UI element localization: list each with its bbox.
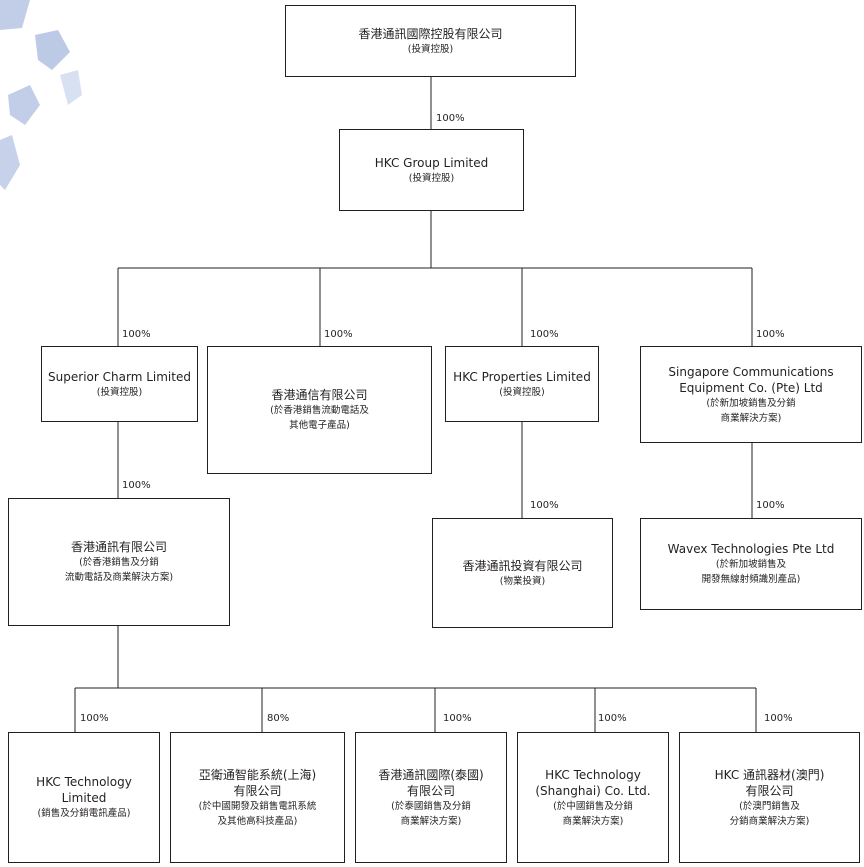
node-investment: 香港通訊投資有限公司 (物業投資): [432, 518, 613, 628]
ownership-label: 100%: [122, 480, 151, 491]
node-desc: 開發無線射頻識別產品): [701, 574, 801, 585]
ownership-label: 100%: [756, 329, 785, 340]
node-shanghai: HKC Technology (Shanghai) Co. Ltd. (於中國銷…: [517, 732, 669, 863]
node-wavex: Wavex Technologies Pte Ltd (於新加坡銷售及 開發無線…: [640, 518, 862, 610]
node-properties: HKC Properties Limited (投資控股): [445, 346, 599, 422]
node-desc: (投資控股): [407, 43, 454, 55]
node-asia: 亞衛通智能系統(上海) 有限公司 (於中國開發及銷售電訊系統 及其他高科技產品): [170, 732, 345, 863]
node-desc: 其他電子產品): [289, 420, 350, 431]
node-root: 香港通訊國際控股有限公司 (投資控股): [285, 5, 576, 77]
node-desc: (於澳門銷售及: [739, 800, 800, 812]
ownership-label: 100%: [756, 500, 785, 511]
node-desc: (投資控股): [408, 172, 455, 184]
node-desc: (於中國開發及銷售電訊系統: [198, 800, 317, 812]
node-desc: 商業解決方案): [562, 815, 624, 827]
node-hktelecom: 香港通信有限公司 (於香港銷售流動電話及 其他電子產品): [207, 346, 432, 474]
node-superior: Superior Charm Limited (投資控股): [41, 346, 198, 422]
node-name: HKC Technology: [545, 767, 641, 782]
node-name: Limited: [61, 791, 107, 805]
ownership-label: 100%: [443, 713, 472, 724]
node-thai: 香港通訊國際(泰國) 有限公司 (於泰國銷售及分銷 商業解決方案): [355, 732, 507, 863]
node-name: Singapore Communications: [668, 364, 834, 379]
node-name: Superior Charm Limited: [48, 369, 191, 384]
node-desc: (投資控股): [96, 386, 143, 398]
ownership-label: 100%: [436, 113, 465, 124]
ownership-label: 100%: [530, 329, 559, 340]
ownership-label: 100%: [530, 500, 559, 511]
node-desc: (投資控股): [499, 386, 545, 398]
node-name: 有限公司: [745, 783, 794, 798]
node-group: HKC Group Limited (投資控股): [339, 129, 524, 211]
node-desc: (於新加坡銷售及: [715, 559, 787, 570]
node-desc: (於中國銷售及分銷: [553, 800, 633, 812]
node-name: HKC 通訊器材(澳門): [714, 767, 825, 782]
node-name: HKC Group Limited: [374, 155, 489, 170]
node-hkcomm: 香港通訊有限公司 (於香港銷售及分銷 流動電話及商業解決方案): [8, 498, 230, 626]
node-name: 香港通訊有限公司: [70, 540, 167, 554]
node-desc: (於泰國銷售及分銷: [391, 800, 471, 812]
node-name: 香港通訊投資有限公司: [462, 558, 583, 573]
node-desc: (銷售及分銷電訊產品): [37, 808, 131, 819]
node-desc: 商業解決方案): [720, 412, 782, 424]
node-desc: (於新加坡銷售及分銷: [706, 397, 796, 409]
ownership-label: 100%: [598, 713, 627, 724]
ownership-label: 100%: [324, 329, 353, 340]
node-name: Wavex Technologies Pte Ltd: [667, 542, 835, 556]
node-name: 亞衛通智能系統(上海): [198, 767, 317, 782]
node-name: 有限公司: [406, 783, 455, 798]
node-desc: 及其他高科技產品): [217, 815, 298, 827]
ownership-label: 100%: [122, 329, 151, 340]
node-tech: HKC Technology Limited (銷售及分銷電訊產品): [8, 732, 160, 863]
ownership-label: 100%: [80, 713, 109, 724]
crystal-decoration-icon: [0, 0, 82, 190]
node-desc: (物業投資): [499, 575, 546, 587]
node-name: (Shanghai) Co. Ltd.: [535, 783, 651, 798]
node-name: HKC Technology: [36, 775, 132, 789]
node-name: 香港通訊國際控股有限公司: [358, 26, 503, 41]
node-name: HKC Properties Limited: [453, 369, 591, 384]
node-desc: (於香港銷售及分銷: [79, 557, 159, 568]
node-desc: 商業解決方案): [400, 815, 462, 827]
node-macau: HKC 通訊器材(澳門) 有限公司 (於澳門銷售及 分銷商業解決方案): [679, 732, 860, 863]
node-singapore: Singapore Communications Equipment Co. (…: [640, 346, 862, 443]
node-name: 香港通信有限公司: [271, 388, 368, 402]
ownership-label: 80%: [267, 713, 290, 724]
node-desc: 分銷商業解決方案): [729, 815, 810, 827]
node-name: 香港通訊國際(泰國): [378, 767, 484, 782]
ownership-label: 100%: [764, 713, 793, 724]
node-name: Equipment Co. (Pte) Ltd: [679, 380, 823, 395]
node-name: 有限公司: [233, 783, 282, 798]
node-desc: 流動電話及商業解決方案): [64, 572, 174, 583]
node-desc: (於香港銷售流動電話及: [270, 405, 369, 416]
